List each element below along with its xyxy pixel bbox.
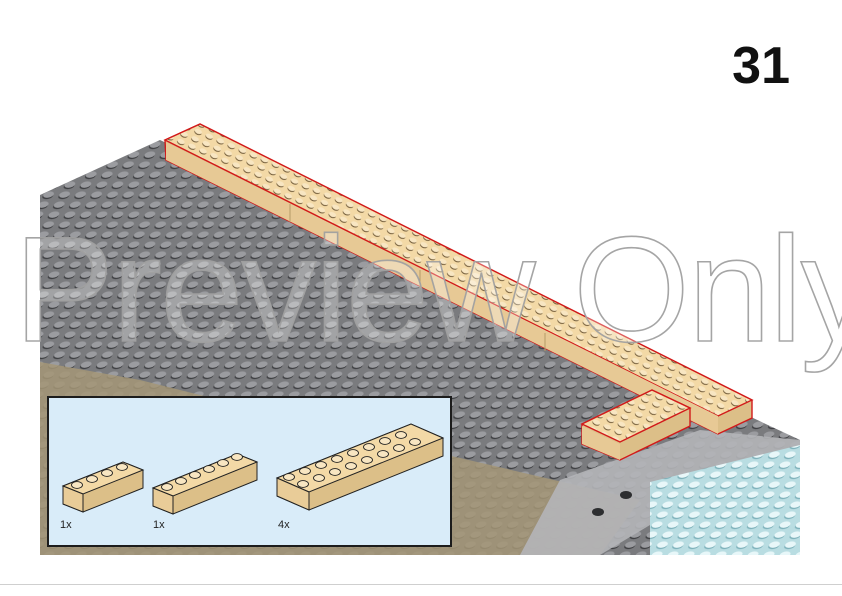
new-bricks-wall [163, 123, 754, 435]
part-quantity: 4x [278, 519, 290, 531]
dark-stud [620, 491, 632, 499]
brick-2x8-part [275, 423, 445, 511]
dark-stud [592, 508, 604, 516]
brick-1x4-part [61, 461, 145, 513]
parts-callout: 1x 1x [47, 396, 452, 547]
new-bricks-arm [580, 389, 692, 461]
step-number: 31 [732, 37, 790, 95]
water-plates [650, 445, 800, 555]
brick-1x6-part [151, 453, 259, 515]
part-quantity: 1x [60, 519, 72, 531]
page-divider [0, 584, 842, 585]
part-quantity: 1x [153, 519, 165, 531]
